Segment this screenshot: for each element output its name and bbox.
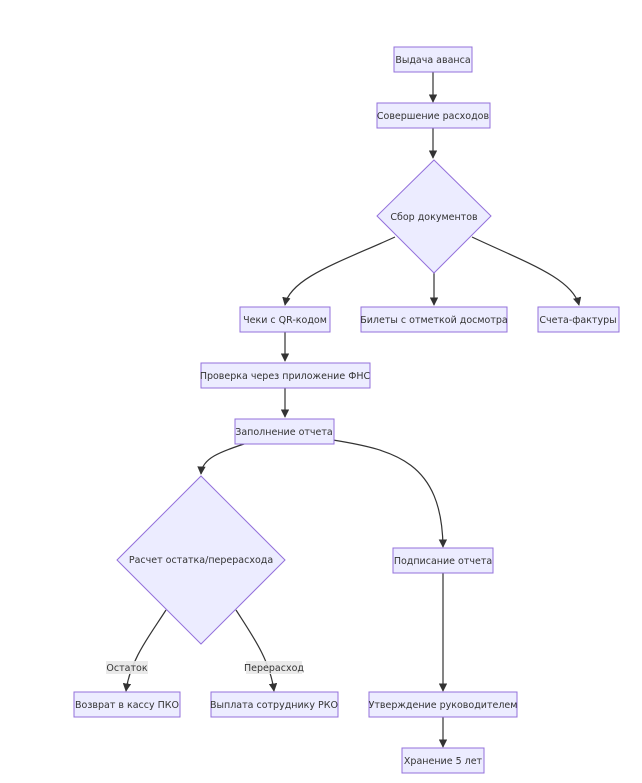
edge-label-remainder-text: Остаток — [106, 663, 147, 674]
node-pay-employee: Выплата сотруднику РКО — [210, 691, 339, 718]
edge-label-remainder: Остаток — [106, 661, 148, 674]
node-return-cash: Возврат в кассу ПКО — [73, 691, 181, 718]
node-receipts-qr: Чеки с QR-кодом — [239, 306, 331, 333]
node-collect-docs: Сбор документов — [376, 159, 492, 274]
edge-calc-to-return — [122, 609, 167, 692]
edge-fill-to-sign — [332, 439, 448, 548]
edge-collect-to-invoices — [471, 236, 582, 306]
node-expenses: Совершение расходов — [376, 102, 491, 129]
node-tickets: Билеты с отметкой досмотра — [360, 306, 508, 333]
node-pay-employee-label: Выплата сотруднику РКО — [210, 700, 338, 711]
node-approval: Утверждение руководителем — [368, 691, 518, 718]
edge-fill-to-calc — [197, 442, 248, 475]
node-return-cash-label: Возврат в кассу ПКО — [75, 700, 179, 711]
node-collect-docs-label: Сбор документов — [390, 212, 478, 223]
node-approval-label: Утверждение руководителем — [369, 700, 518, 711]
node-storage-label: Хранение 5 лет — [404, 756, 483, 767]
node-expenses-label: Совершение расходов — [377, 111, 490, 122]
edge-label-overspend: Перерасход — [244, 661, 304, 674]
node-fns-check: Проверка через приложение ФНС — [200, 362, 371, 389]
node-fill-report: Заполнение отчета — [234, 418, 335, 445]
node-calc-balance-label: Расчет остатка/перерасхода — [129, 555, 273, 566]
edge-label-overspend-text: Перерасход — [244, 663, 304, 674]
node-storage: Хранение 5 лет — [401, 747, 485, 774]
node-sign-report: Подписание отчета — [392, 547, 494, 574]
node-tickets-label: Билеты с отметкой досмотра — [360, 315, 508, 326]
node-advance: Выдача аванса — [393, 46, 473, 73]
edge-calc-to-pay — [235, 609, 278, 692]
node-invoices: Счета-фактуры — [537, 306, 620, 333]
node-fill-report-label: Заполнение отчета — [235, 427, 332, 438]
node-receipts-qr-label: Чеки с QR-кодом — [243, 315, 327, 326]
edge-collect-to-receipts — [282, 236, 396, 306]
node-sign-report-label: Подписание отчета — [394, 556, 492, 567]
node-invoices-label: Счета-фактуры — [539, 315, 616, 326]
node-calc-balance: Расчет остатка/перерасхода — [116, 475, 286, 645]
node-fns-check-label: Проверка через приложение ФНС — [200, 371, 371, 382]
node-advance-label: Выдача аванса — [395, 55, 470, 66]
